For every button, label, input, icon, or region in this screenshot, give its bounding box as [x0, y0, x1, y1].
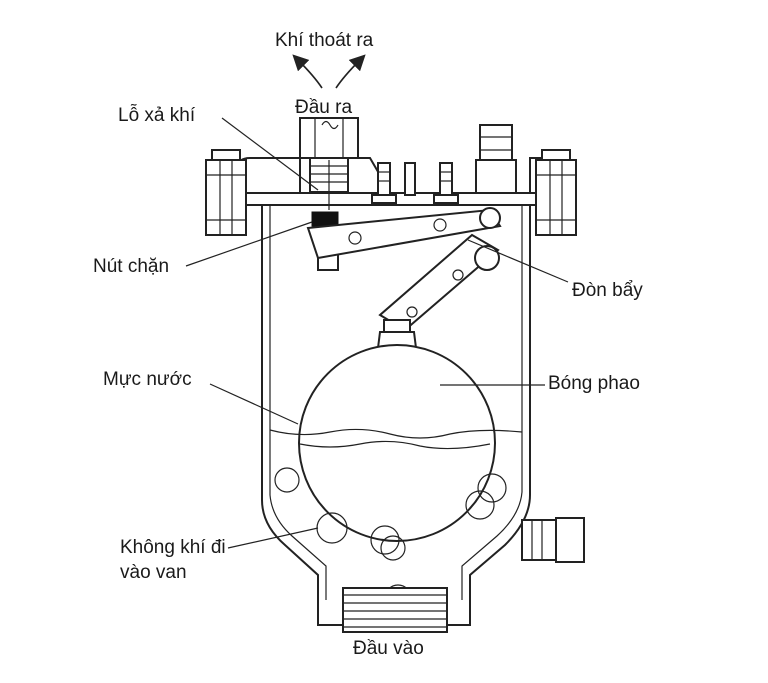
float-ball [298, 344, 496, 542]
label-vent-hole: Lỗ xả khí [118, 104, 196, 126]
label-air-out: Khí thoát ra [275, 30, 374, 51]
exhaust-arrows [292, 54, 366, 89]
stopper [311, 211, 339, 271]
label-lever: Đòn bẩy [572, 280, 643, 301]
cover-studs [371, 162, 459, 204]
label-float-ball: Bóng phao [548, 373, 640, 394]
top-plug [475, 124, 517, 194]
inlet-thread [342, 587, 448, 633]
water-level [269, 428, 523, 450]
label-air-into-valve-line1: Không khí đi [120, 537, 226, 558]
label-stopper: Nút chặn [93, 256, 169, 277]
right-bolt [535, 149, 577, 236]
label-inlet: Đầu vào [353, 638, 424, 659]
leader-lines [185, 117, 569, 549]
side-plug [521, 517, 585, 563]
label-outlet: Đầu ra [295, 97, 352, 118]
label-air-into-valve-line2: vào van [120, 562, 187, 583]
left-bolt [205, 149, 247, 236]
outlet-nozzle [299, 117, 359, 210]
lever-assembly [306, 207, 502, 349]
label-water-level: Mực nước [103, 369, 192, 390]
